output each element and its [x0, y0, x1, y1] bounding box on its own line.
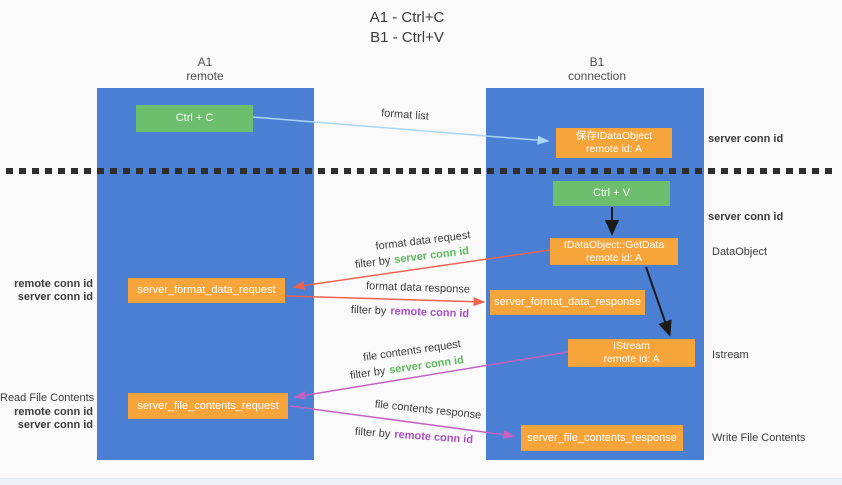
column-a1-subtitle: remote	[186, 69, 224, 83]
ctrl-c-box: Ctrl + C	[136, 105, 253, 132]
left-server-conn-id-bottom: server conn id	[17, 419, 93, 431]
getdata-to-istream-arrow	[645, 266, 672, 337]
right-server-conn-id-top: server conn id	[708, 133, 784, 145]
save-idataobject-line2: remote id: A	[585, 143, 643, 155]
format-list-arrow	[252, 116, 550, 145]
left-remote-conn-id-top: remote conn id	[14, 278, 93, 290]
read-file-contents-annotation: Read File Contents	[0, 392, 95, 404]
column-b1-name: B1	[589, 55, 605, 69]
istream-line1: IStream	[613, 340, 650, 352]
file-contents-response-arrow	[289, 405, 516, 440]
format-data-response-arrow	[285, 295, 486, 307]
column-header-a1: A1 remote	[125, 55, 285, 83]
dataobject-annotation: DataObject	[712, 246, 768, 258]
title-line-2: B1 - Ctrl+V	[370, 29, 444, 46]
server-format-data-response-box: server_format_data_response	[490, 290, 645, 315]
left-remote-conn-id-bottom: remote conn id	[14, 406, 93, 418]
server-format-data-request-box: server_format_data_request	[128, 278, 285, 303]
ctrl-v-box: Ctrl + V	[553, 181, 670, 206]
server-file-contents-response-box: server_file_contents_response	[521, 425, 683, 451]
istream-annotation: Istream	[712, 349, 749, 361]
filter-by-text: filter by	[350, 303, 387, 318]
diagram-title: A1 - Ctrl+C B1 - Ctrl+V	[307, 8, 507, 48]
file-contents-request-arrow	[293, 351, 569, 400]
column-a1-name: A1	[197, 55, 213, 69]
bottom-strip	[0, 478, 842, 485]
filter-by-text: filter by	[354, 425, 391, 441]
format-data-request-arrow	[292, 249, 551, 290]
server-file-contents-request-box: server_file_contents_request	[128, 393, 288, 419]
column-b1-subtitle: connection	[567, 69, 627, 83]
save-idataobject-line1: 保存IDataObject	[575, 130, 653, 142]
write-file-contents-annotation: Write File Contents	[712, 432, 806, 444]
istream-line2: remote id: A	[603, 353, 660, 365]
getdata-line2: remote id: A	[585, 251, 643, 264]
right-server-conn-id-mid: server conn id	[708, 211, 784, 223]
idataobject-getdata-box: IDataObject::GetData remote id: A	[550, 238, 678, 265]
save-idataobject-box: 保存IDataObject remote id: A	[556, 128, 672, 158]
left-server-conn-id-top: server conn id	[17, 291, 93, 303]
title-line-1: A1 - Ctrl+C	[369, 9, 445, 26]
column-header-b1: B1 connection	[517, 55, 677, 83]
istream-box: IStream remote id: A	[568, 339, 695, 367]
getdata-line1: IDataObject::GetData	[563, 238, 665, 251]
